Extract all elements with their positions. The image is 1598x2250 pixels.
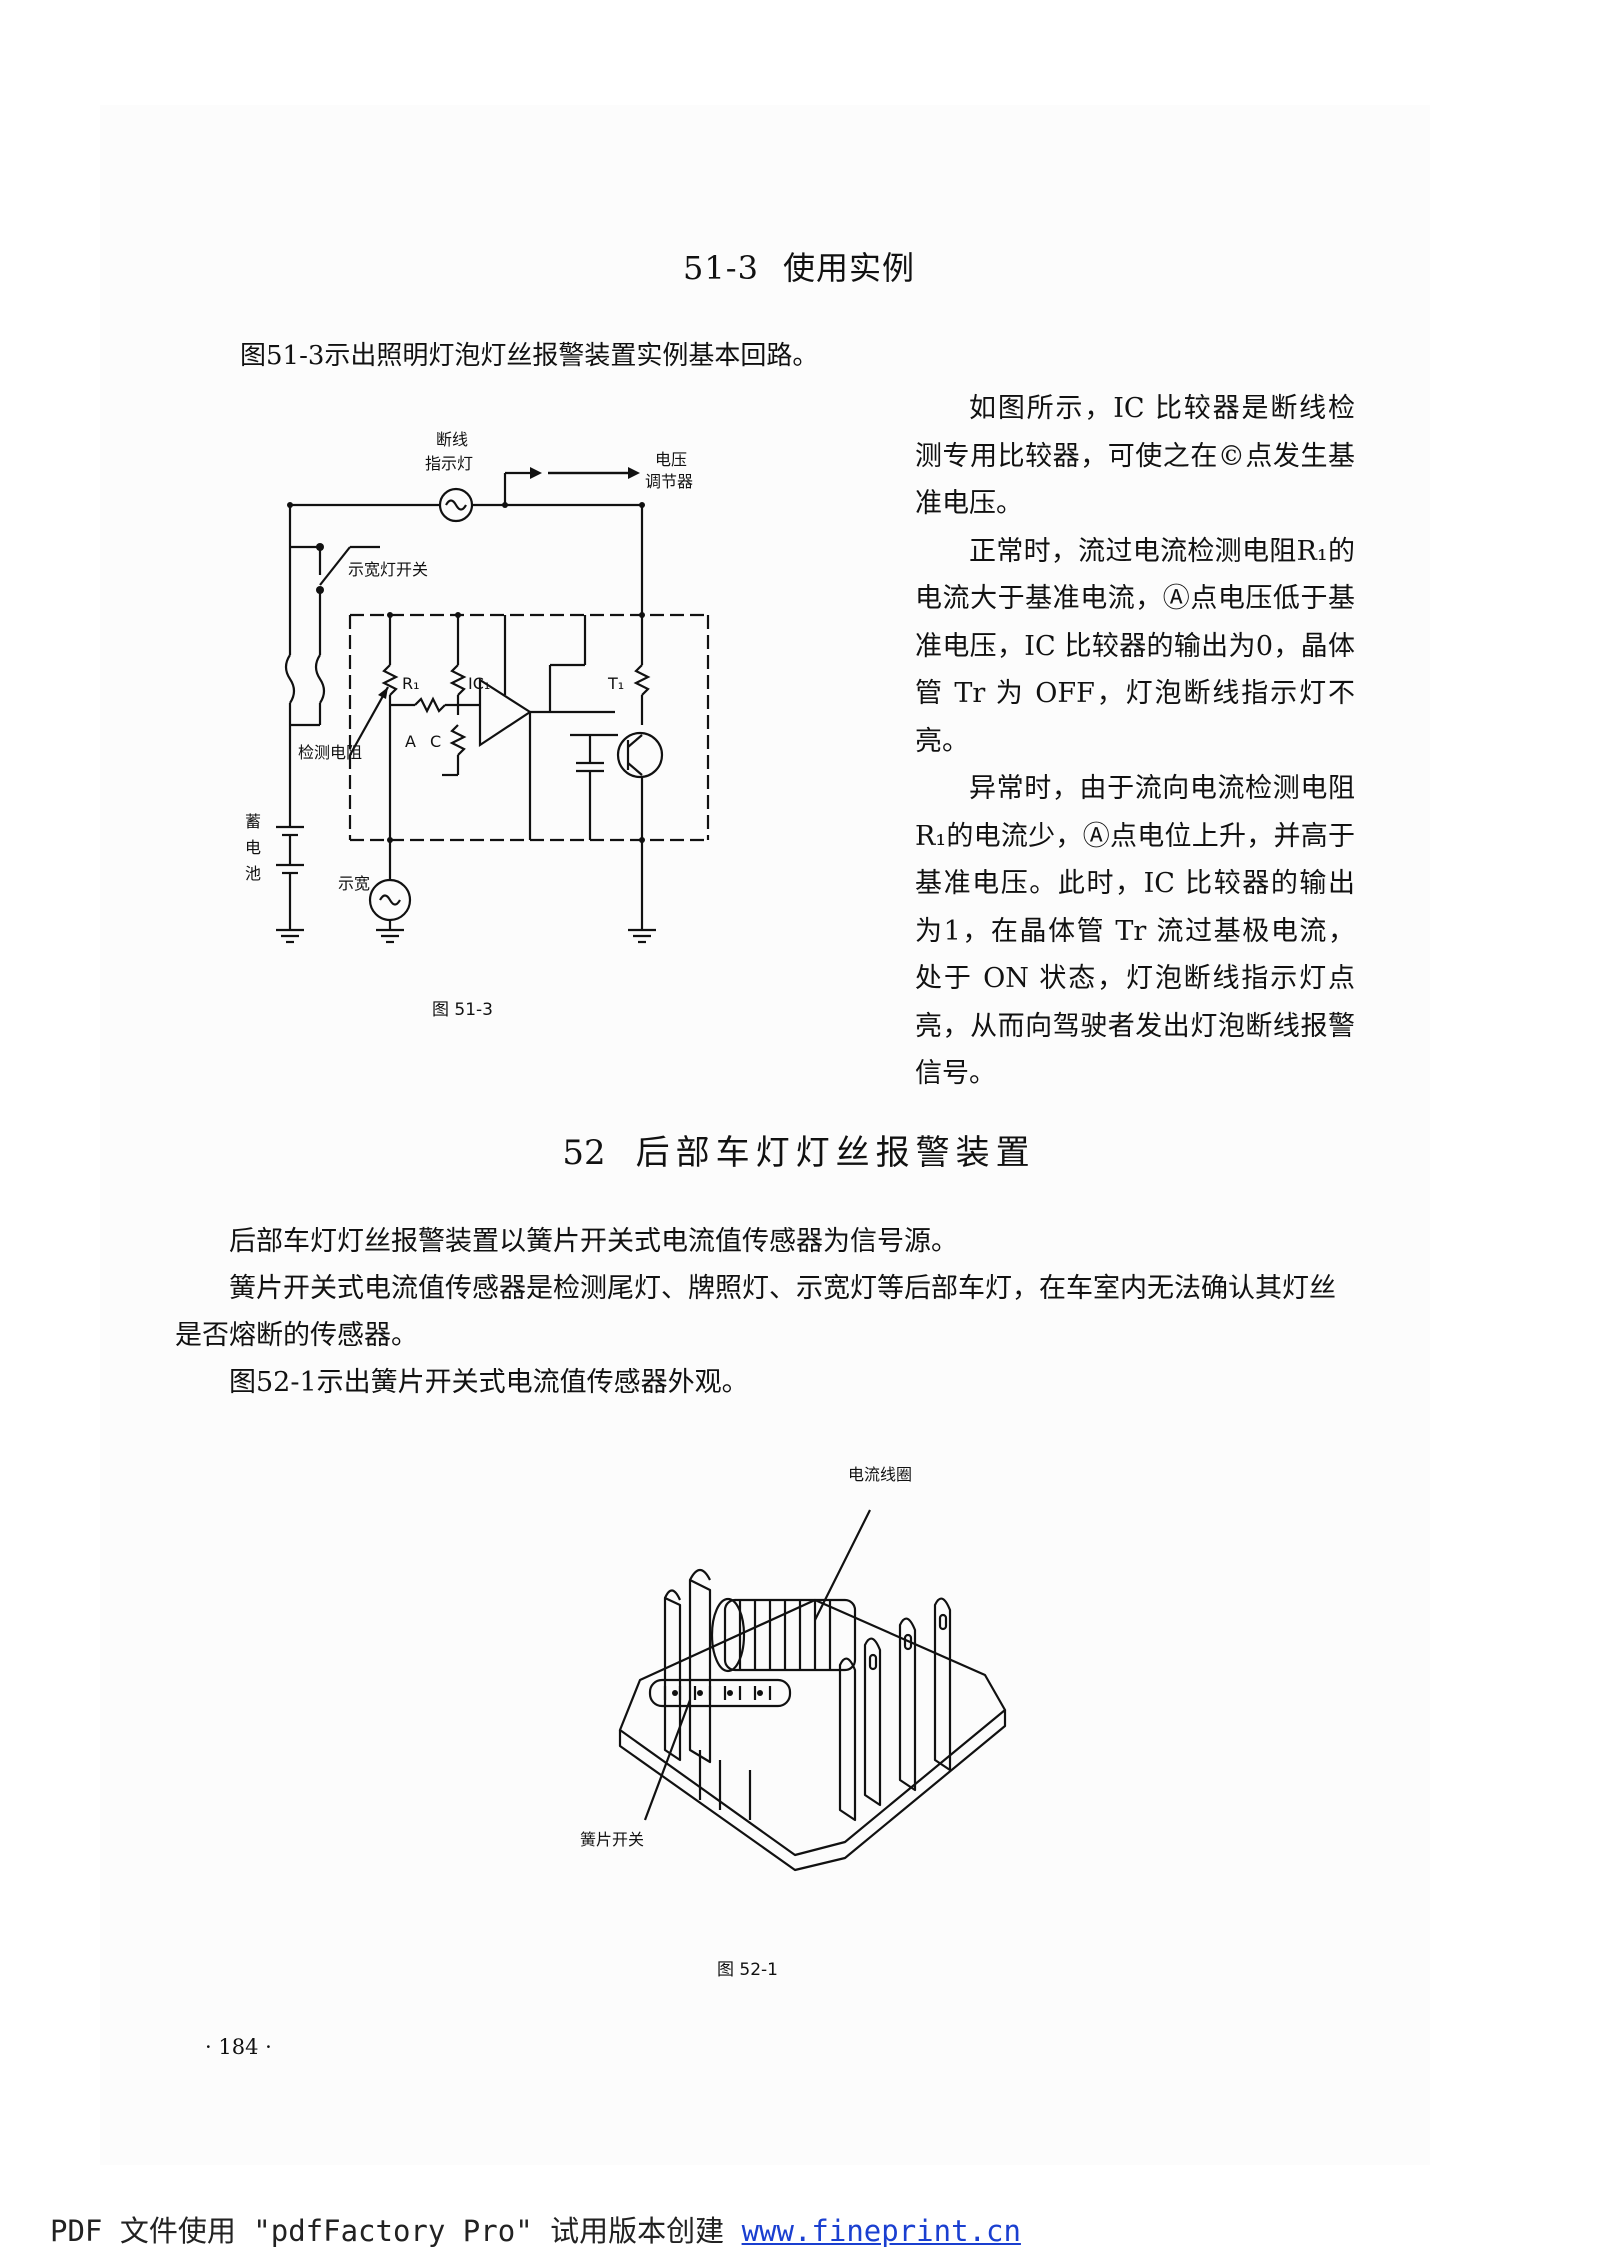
label-t1: T₁ [607,674,624,693]
section-title: 使用实例 [782,249,915,287]
figure-52-1-caption: 图 52-1 [717,1960,778,1980]
section-number: 51-3 [683,249,759,287]
figure-51-3-circuit: 断线 指示灯 电压 调节器 示宽灯开关 检测电阻 蓄 电 池 示宽 R₁ IC₁… [245,430,710,944]
paragraph: 簧片开关式电流值传感器是检测尾灯、牌照灯、示宽灯等后部车灯，在车室内无法确认其灯… [175,1273,1336,1351]
label-width-lamp: 示宽 [338,874,370,893]
label-c: C [430,732,441,751]
label-battery-1: 蓄 [245,812,261,831]
footer-text: PDF 文件使用 "pdfFactory Pro" 试用版本创建 [50,2214,742,2248]
label-battery-3: 池 [245,864,261,883]
paragraph: 图52-1示出簧片开关式电流值传感器外观。 [229,1367,749,1398]
chapter-title: 后部车灯灯丝报警装置 [635,1133,1036,1173]
right-column: 如图所示，IC 比较器是断线检测专用比较器，可使之在©点发生基准电压。 正常时，… [915,385,1355,1098]
label-regulator-1: 电压 [655,450,687,469]
pdf-footer: PDF 文件使用 "pdfFactory Pro" 试用版本创建 www.fin… [50,2208,1021,2250]
label-a: A [405,732,416,751]
paragraph: 正常时，流过电流检测电阻R₁的电流大于基准电流，Ⓐ点电压低于基准电压，IC 比较… [915,535,1355,757]
label-reed-switch: 簧片开关 [580,1830,644,1849]
intro-sentence: 图51-3示出照明灯泡灯丝报警装置实例基本回路。 [240,341,819,371]
label-width-switch: 示宽灯开关 [348,560,428,579]
label-regulator-2: 调节器 [645,472,693,491]
chapter-heading: 52 后部车灯灯丝报警装置 [0,1125,1598,1174]
paragraph: 后部车灯灯丝报警装置以簧片开关式电流值传感器为信号源。 [229,1226,958,1257]
label-detect-resistor: 检测电阻 [298,743,362,762]
paragraph: 如图所示，IC 比较器是断线检测专用比较器，可使之在©点发生基准电压。 [915,393,1355,519]
chapter-number: 52 [562,1133,606,1173]
label-indicator-2: 指示灯 [425,454,473,473]
page-number: · 184 · [205,2035,272,2059]
scanned-page [100,105,1430,2165]
label-battery-2: 电 [245,838,261,857]
body-text: 后部车灯灯丝报警装置以簧片开关式电流值传感器为信号源。 簧片开关式电流值传感器是… [175,1218,1355,1406]
label-ic1: IC₁ [468,674,490,693]
figure-51-3-caption: 图 51-3 [432,1000,493,1020]
label-indicator-1: 断线 [436,430,468,449]
label-r1: R₁ [402,674,420,693]
label-current-coil: 电流线圈 [848,1465,912,1484]
paragraph: 异常时，由于流向电流检测电阻 R₁的电流少，Ⓐ点电位上升，并高于基准电压。此时，… [915,773,1355,1089]
figure-52-1-illustration: 电流线圈 簧片开关 [580,1465,1007,1872]
footer-link[interactable]: www.fineprint.cn [741,2214,1021,2248]
section-heading: 51-3 使用实例 [0,243,1598,289]
